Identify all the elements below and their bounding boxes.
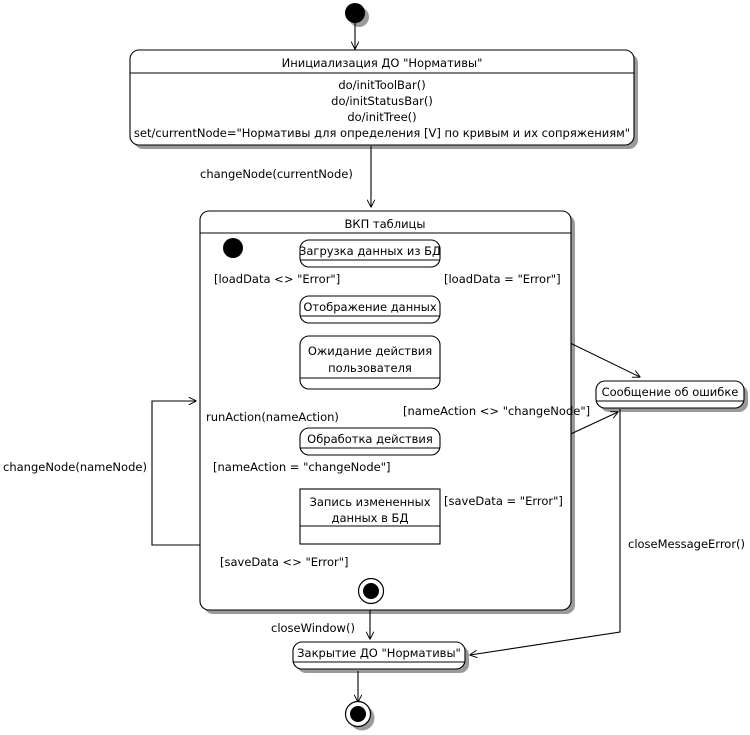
initial-state — [345, 3, 365, 23]
state-wait-user-action-title-2: пользователя — [328, 361, 412, 375]
state-process-action-title: Обработка действия — [307, 432, 433, 446]
transition-label-close-window: closeWindow() — [271, 621, 355, 635]
transition-label-run-action: runAction(nameAction) — [206, 410, 339, 424]
state-load-data-title: Загрузка данных из БД — [299, 244, 441, 258]
transition-label-change-node-current: changeNode(currentNode) — [200, 167, 353, 181]
state-close: Закрытие ДО "Нормативы" — [292, 641, 466, 670]
state-error-message: Сообщение об ошибке — [595, 380, 745, 409]
state-wait-user-action-title: Ожидание действия — [308, 344, 432, 358]
state-load-data: Загрузка данных из БД — [299, 239, 441, 268]
transition-label-change-node-name: changeNode(nameNode) — [3, 460, 147, 474]
transition-label-close-message-error: closeMessageError() — [628, 537, 745, 551]
state-initialization: Инициализация ДО "Нормативы" do/initTool… — [129, 49, 635, 146]
state-process-action: Обработка действия — [299, 427, 441, 456]
state-close-title: Закрытие ДО "Нормативы" — [297, 646, 461, 660]
state-initialization-title: Инициализация ДО "Нормативы" — [282, 56, 483, 70]
state-save-data-title-2: данных в БД — [332, 511, 409, 525]
composite-state-table: ВКП таблицы — [199, 210, 572, 611]
transition-labels: changeNode(currentNode) [loadData <> "Er… — [3, 167, 745, 635]
final-state — [344, 700, 372, 728]
state-initialization-line-4: set/currentNode="Нормативы для определен… — [134, 126, 630, 140]
composite-state-table-title: ВКП таблицы — [345, 217, 426, 231]
transition-label-load-data-ok: [loadData <> "Error"] — [214, 272, 340, 286]
state-initialization-line-1: do/initToolBar() — [338, 78, 425, 92]
edge-error-to-close — [470, 409, 621, 655]
transition-label-load-data-error: [loadData = "Error"] — [444, 272, 561, 286]
state-show-data-title: Отображение данных — [303, 300, 437, 314]
state-show-data: Отображение данных — [299, 295, 441, 324]
inner-final-state — [357, 577, 385, 605]
state-save-data: Запись измененных данных в БД — [299, 488, 441, 545]
state-save-data-title: Запись измененных — [309, 495, 430, 509]
transition-label-name-action-equals-change: [nameAction = "changeNode"] — [213, 460, 390, 474]
inner-initial-state — [223, 238, 243, 258]
transition-label-save-data-ok: [saveData <> "Error"] — [220, 555, 349, 569]
state-initialization-line-3: do/initTree() — [347, 110, 416, 124]
transition-label-save-data-error: [saveData = "Error"] — [444, 494, 563, 508]
state-error-message-title: Сообщение об ошибке — [602, 385, 739, 399]
state-initialization-line-2: do/initStatusBar() — [331, 94, 433, 108]
state-wait-user-action: Ожидание действия пользователя — [299, 335, 441, 390]
transition-label-name-action-not-change: [nameAction <> "changeNode"] — [403, 404, 590, 418]
